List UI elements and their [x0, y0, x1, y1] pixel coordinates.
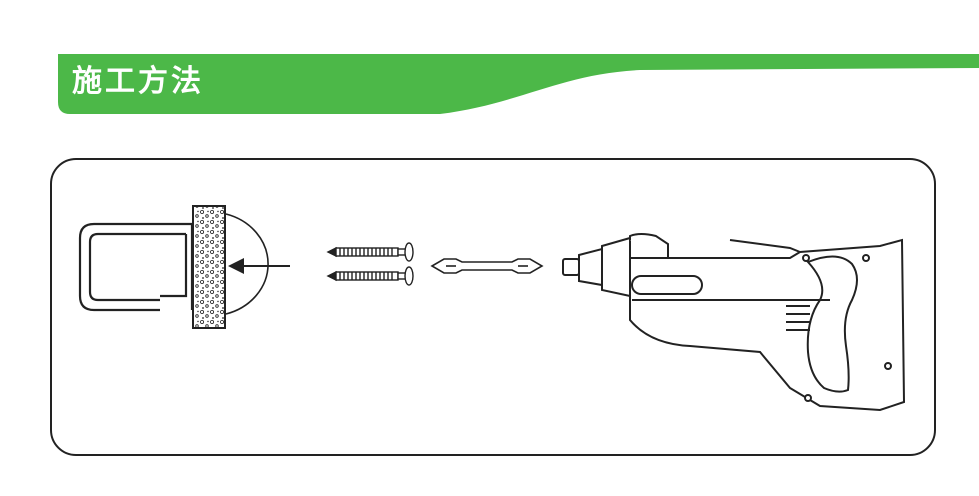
push-arrow-icon — [228, 258, 290, 274]
screws-icon — [326, 242, 414, 286]
driver-bit-icon — [430, 258, 544, 274]
insulation-panel-icon — [192, 205, 226, 329]
page-title: 施工方法 — [72, 64, 204, 99]
power-screwdriver-icon — [562, 233, 906, 412]
rotation-arc-icon — [225, 213, 269, 315]
c-channel-icon — [78, 222, 194, 312]
header-banner — [58, 54, 979, 114]
